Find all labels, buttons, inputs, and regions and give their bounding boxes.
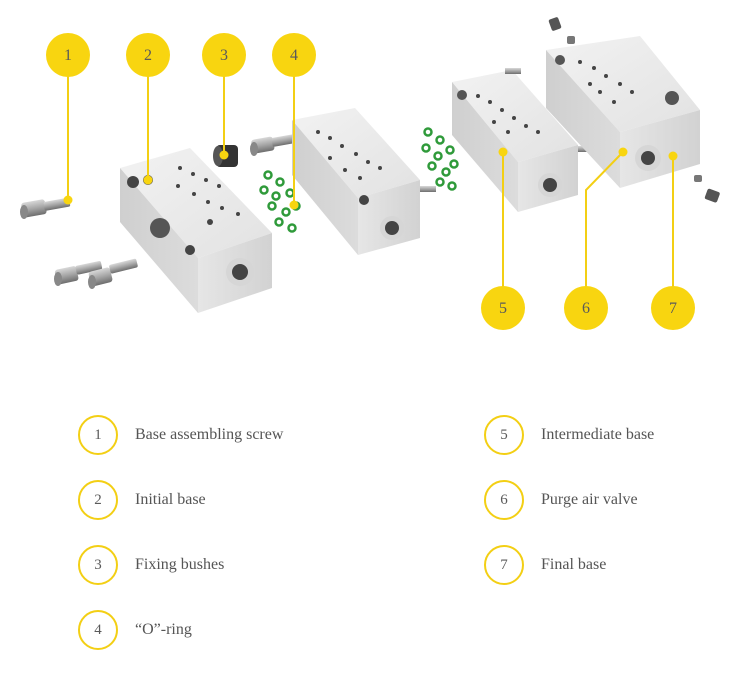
intermediate-base-block-1 (292, 108, 436, 255)
o-rings-group-2 (421, 127, 459, 191)
legend-item-4: 4 “O”-ring (78, 608, 192, 652)
legend-number-6: 6 (484, 480, 524, 520)
callout-3: 3 (202, 33, 246, 77)
callout-7-number: 7 (669, 300, 677, 317)
callout-leader-lines (67, 75, 674, 288)
screw-2 (54, 261, 103, 286)
intermediate-base-block-2 (452, 68, 592, 212)
legend-label-3: Fixing bushes (135, 556, 225, 573)
callout-2-number: 2 (144, 47, 152, 64)
legend-item-5: 5 Intermediate base (484, 413, 654, 457)
callout-4: 4 (272, 33, 316, 77)
callout-1-number: 1 (64, 47, 72, 64)
legend-label-1: Base assembling screw (135, 426, 284, 443)
callout-7: 7 (651, 286, 695, 330)
legend-number-3: 3 (78, 545, 118, 585)
legend-item-6: 6 Purge air valve (484, 478, 638, 522)
legend-item-1: 1 Base assembling screw (78, 413, 283, 457)
legend-number-1: 1 (78, 415, 118, 455)
legend-item-3: 3 Fixing bushes (78, 543, 224, 587)
callout-2: 2 (126, 33, 170, 77)
legend-label-5: Intermediate base (541, 426, 655, 443)
screw-3 (88, 258, 138, 289)
legend-label-7: Final base (541, 556, 607, 573)
callout-anchor-dots (63, 147, 678, 210)
callout-4-number: 4 (290, 47, 298, 64)
initial-base-block (120, 148, 272, 313)
callout-6-number: 6 (582, 300, 590, 317)
callout-1: 1 (46, 33, 90, 77)
callout-5-number: 5 (499, 300, 507, 317)
legend-item-2: 2 Initial base (78, 478, 206, 522)
legend-label-6: Purge air valve (541, 491, 638, 508)
screw-4 (250, 134, 295, 156)
purge-valve-part-bottom (694, 175, 720, 203)
legend-number-2: 2 (78, 480, 118, 520)
callout-5: 5 (481, 286, 525, 330)
callout-6: 6 (564, 286, 608, 330)
legend-label-4: “O”-ring (135, 621, 192, 638)
legend-number-7: 7 (484, 545, 524, 585)
legend-item-7: 7 Final base (484, 543, 606, 587)
callout-3-number: 3 (220, 47, 228, 64)
legend-label-2: Initial base (135, 491, 206, 508)
exploded-assembly-diagram: 1 2 3 4 5 6 7 (20, 17, 720, 330)
screw-1 (20, 197, 71, 219)
purge-valve-part-top (548, 17, 575, 44)
final-base-block (546, 36, 700, 188)
legend-number-5: 5 (484, 415, 524, 455)
legend-number-4: 4 (78, 610, 118, 650)
